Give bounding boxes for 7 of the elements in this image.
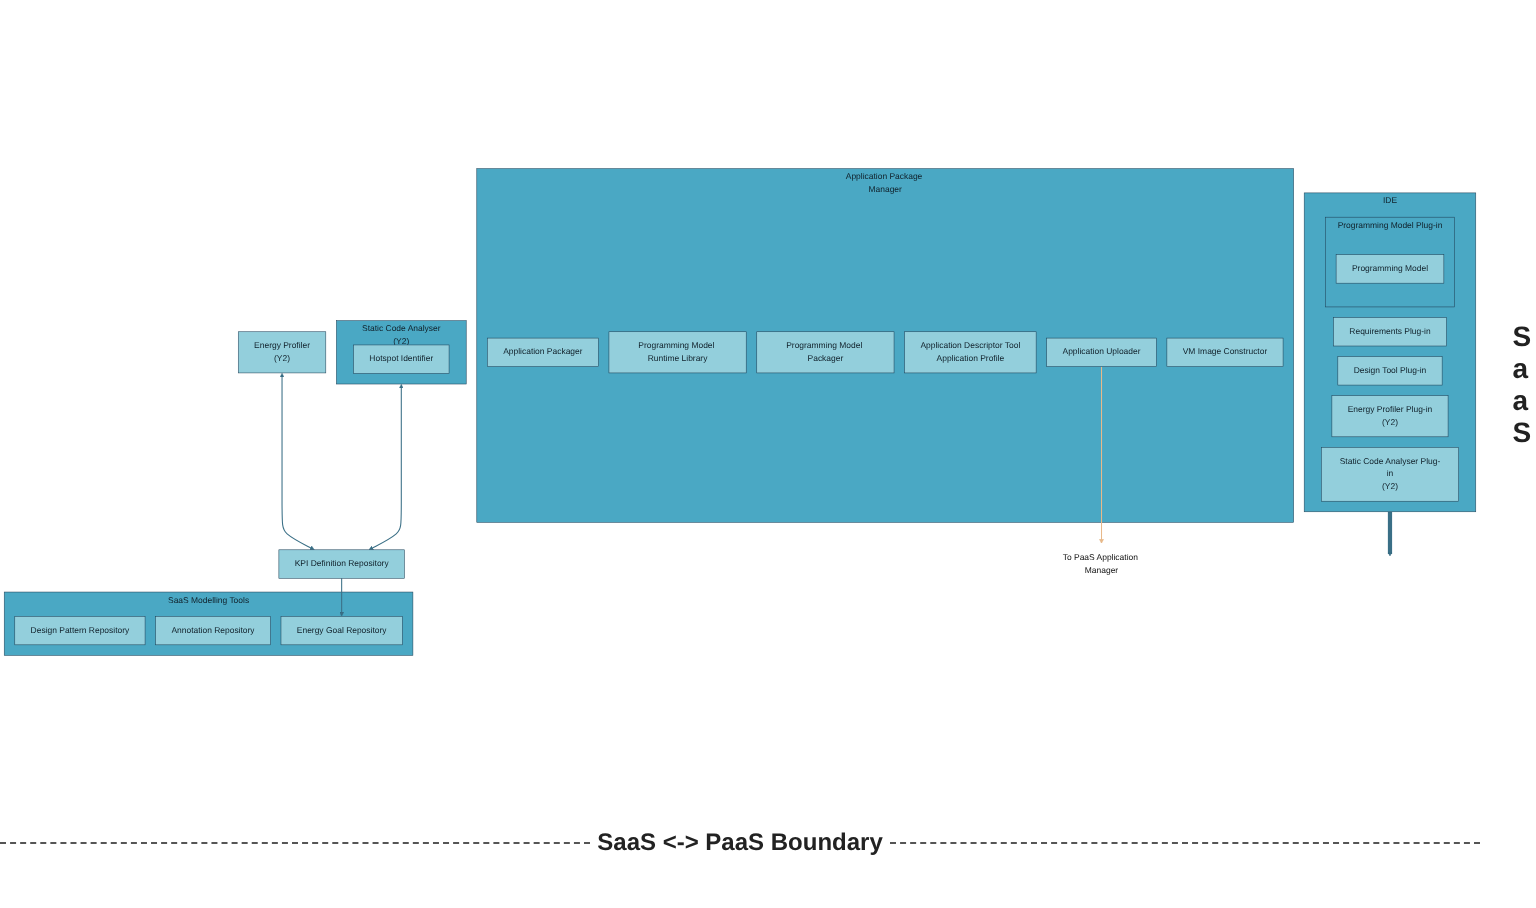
arrow xyxy=(1387,511,1393,557)
arrow xyxy=(339,577,344,617)
arrow xyxy=(1099,366,1104,544)
arrow xyxy=(279,372,315,550)
boundary-label: SaaS <-> PaaS Boundary xyxy=(595,828,885,856)
arrow xyxy=(368,384,404,550)
vertical-label: SaaS xyxy=(1512,320,1528,448)
